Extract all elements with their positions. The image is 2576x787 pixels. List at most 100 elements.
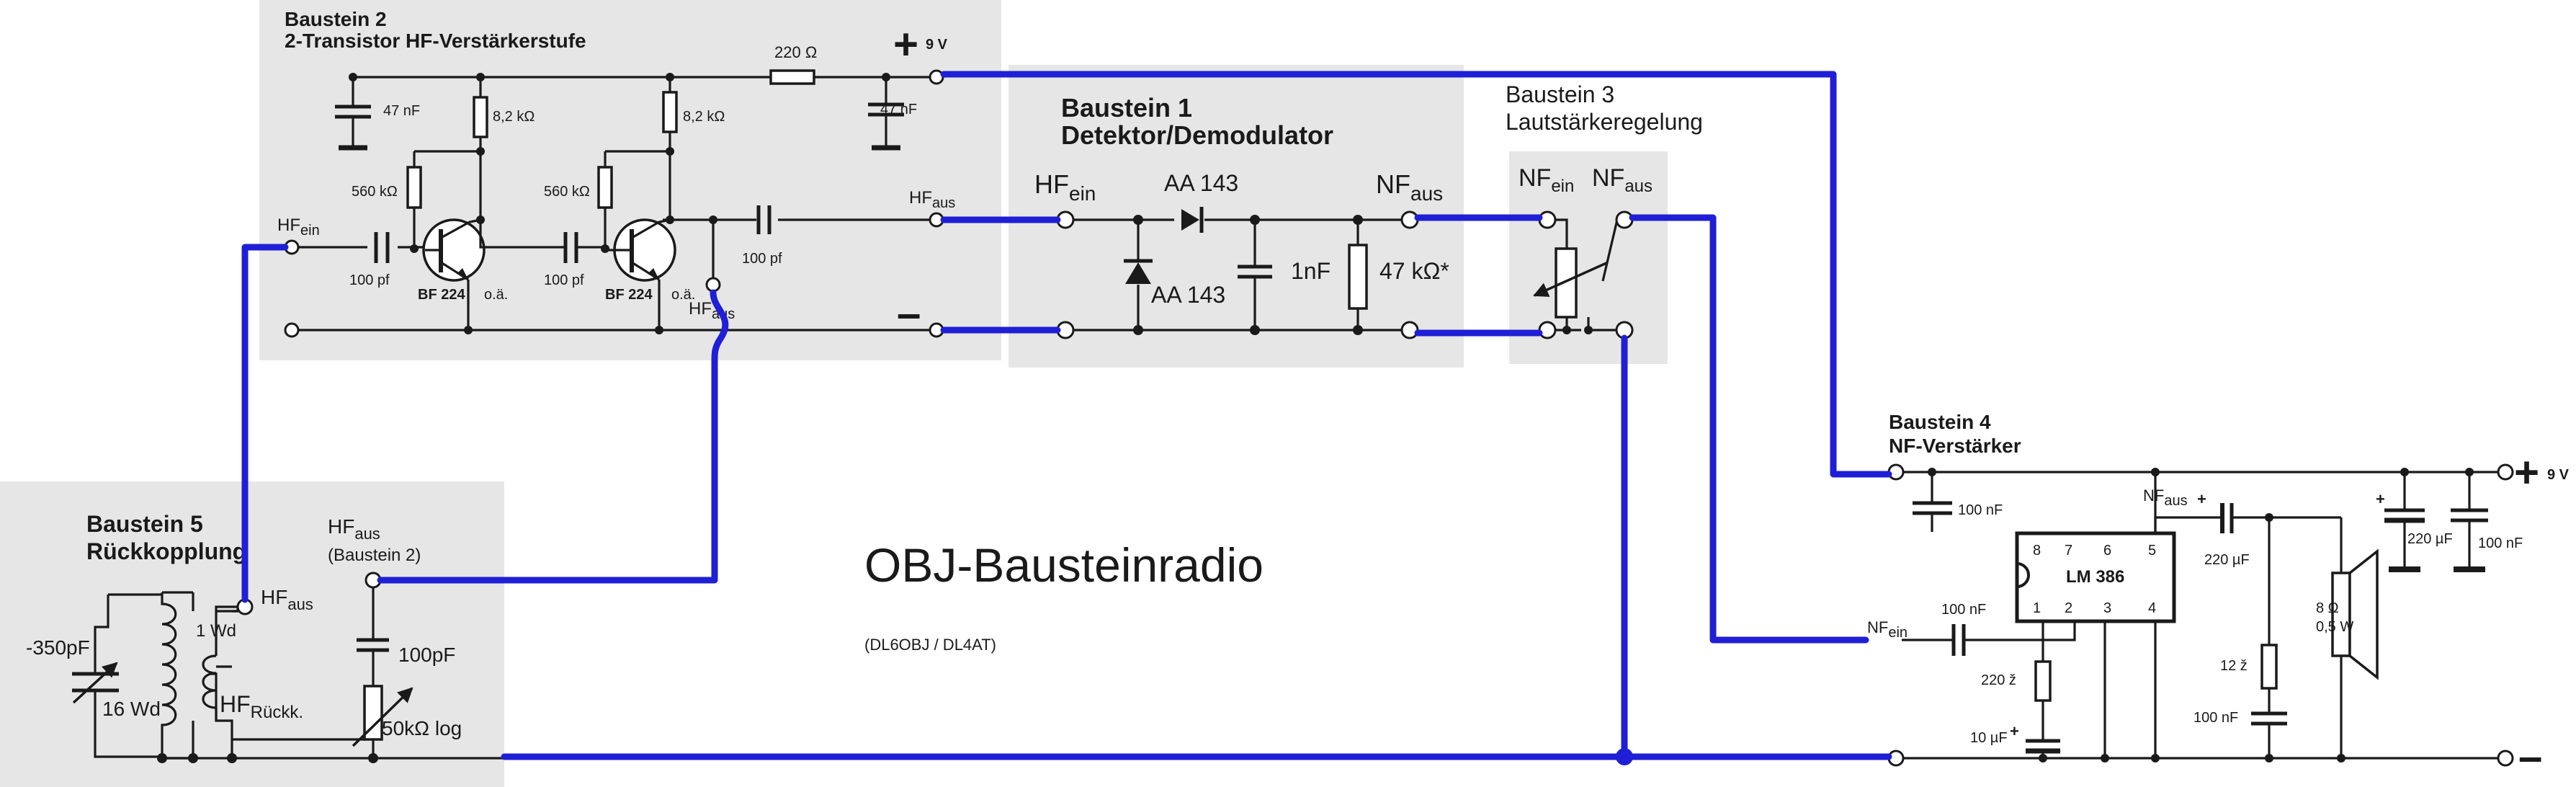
b4-ground-out-terminal[interactable] <box>2497 750 2514 767</box>
b5-out-main: HF <box>261 586 287 608</box>
b2-function: 2-Transistor HF-Verstärkerstufe <box>285 30 586 52</box>
b1-name: Baustein 1 <box>1061 93 1192 123</box>
b3-name: Baustein 3 <box>1506 81 1614 107</box>
ground-junction <box>1616 748 1633 765</box>
credit-line: (DL6OBJ / DL4AT) <box>864 636 996 654</box>
b4-supply-out-terminal[interactable] <box>2497 463 2514 481</box>
b4-name: Baustein 4 <box>1889 411 1991 433</box>
b1-out-sub: aus <box>1410 182 1443 205</box>
b3-in-main: NF <box>1519 164 1551 192</box>
b4-pin-7: 7 <box>2065 543 2072 559</box>
b2-c-supply: 47 nF <box>880 102 917 117</box>
b4-out-sub: aus <box>2164 493 2187 509</box>
b1-capacitor: 1nF <box>1291 258 1331 284</box>
b1-ground-out-terminal[interactable] <box>1400 321 1419 339</box>
b1-in-main: HF <box>1034 169 1069 199</box>
b4-in-sub: ein <box>1888 625 1908 641</box>
b2-c-in: 100 pf <box>349 272 390 288</box>
baustein-3-volume: Baustein 3 Lautstärkeregelung NFein NFau… <box>1506 81 1703 339</box>
interconnect-wiring <box>241 71 1892 765</box>
b4-c-output: 220 µF <box>2204 552 2250 568</box>
b4-pin-4: 4 <box>2148 600 2156 616</box>
b2-ground-in-terminal[interactable] <box>284 322 300 338</box>
b2-r-collector-2: 8,2 kΩ <box>683 109 725 125</box>
svg-text:+: + <box>2197 490 2206 508</box>
b2-equiv-1: o.ä. <box>484 287 508 303</box>
b3-in-sub: ein <box>1551 177 1574 196</box>
b2-transistor-1: BF 224 <box>418 287 465 303</box>
b5-coil-feedback: 1 Wd <box>196 621 236 641</box>
b5-out-sub: aus <box>287 595 313 613</box>
b5-in-sub: aus <box>354 525 380 543</box>
bus-hf-b5-to-b2 <box>241 244 289 603</box>
b4-pin-3: 3 <box>2103 600 2111 616</box>
svg-text:NFaus: NFaus <box>1592 164 1653 196</box>
b4-function: NF-Verstärker <box>1889 435 2021 457</box>
supply-plus-b4: + <box>2514 448 2539 497</box>
b3-potentiometer <box>1555 247 1578 319</box>
b4-pin-2: 2 <box>2065 600 2072 616</box>
b2-equiv-2: o.ä. <box>671 287 695 303</box>
baustein-2-amplifier: Baustein 2 2-Transistor HF-Verstärkerstu… <box>277 8 955 338</box>
b2-hf-tap-terminal[interactable] <box>705 277 721 293</box>
svg-text:HFaus: HFaus <box>909 188 955 211</box>
b1-shunt-diode <box>1125 262 1151 284</box>
b3-ground-in-terminal[interactable] <box>1538 321 1557 339</box>
svg-text:HFRückk.: HFRückk. <box>220 691 303 722</box>
b2-out-sub: aus <box>932 195 955 211</box>
b2-transistor-2: BF 224 <box>605 287 653 303</box>
b4-r-zobel: 12 ž <box>2220 658 2248 674</box>
b4-r-gain: 220 ž <box>1981 672 2016 688</box>
b3-function: Lautstärkeregelung <box>1506 109 1703 135</box>
b5-capacitor: 100pF <box>398 644 455 666</box>
svg-text:HFaus: HFaus <box>328 515 380 543</box>
supply-voltage-b4: 9 V <box>2547 467 2570 483</box>
b2-r-base-1: 560 kΩ <box>352 184 398 200</box>
b5-feedback-main: HF <box>220 691 251 717</box>
b2-tap-main: HF <box>689 299 712 319</box>
b4-speaker: 8 Ω <box>2316 600 2339 616</box>
b3-out-sub: aus <box>1624 177 1653 196</box>
b1-in-sub: ein <box>1069 182 1096 205</box>
b2-name: Baustein 2 <box>285 8 387 30</box>
b4-in-main: NF <box>1867 618 1888 636</box>
b5-tuning-cap: -350pF <box>26 636 90 659</box>
supply-minus-b4: – <box>2518 732 2542 781</box>
b4-speaker-power: 0,5 W <box>2316 619 2353 635</box>
b4-ic: LM 386 <box>2066 567 2124 587</box>
supply-voltage-b2: 9 V <box>926 37 948 53</box>
b4-c-reservoir-bypass: 100 nF <box>2478 535 2523 551</box>
panel-baustein-1 <box>1009 65 1464 368</box>
b5-feedback-sub: Rückk. <box>251 703 303 722</box>
b4-pin-8: 8 <box>2033 543 2041 559</box>
b2-c-out: 100 pf <box>742 251 782 267</box>
panel-baustein-5 <box>0 481 504 787</box>
b1-function: Detektor/Demodulator <box>1061 120 1333 150</box>
baustein-5-feedback: Baustein 5 Rückkopplung -350pF 16 Wd 1 W… <box>26 511 720 763</box>
b5-coil-main: 16 Wd <box>102 698 161 720</box>
panel-baustein-2 <box>259 0 1001 360</box>
b5-potentiometer: 50kΩ log <box>382 717 462 739</box>
svg-text:NFaus: NFaus <box>1376 169 1443 205</box>
b3-out-main: NF <box>1592 164 1624 192</box>
b2-r-collector-1: 8,2 kΩ <box>493 109 535 125</box>
page-title: OBJ-Bausteinradio <box>864 538 1264 592</box>
baustein-4-af-amplifier: Baustein 4 NF-Verstärker 100 nF LM 386 8… <box>1867 411 2570 781</box>
b5-in-source: (Baustein 2) <box>328 546 421 565</box>
b1-out-main: NF <box>1376 169 1410 199</box>
b2-out-main: HF <box>909 188 932 208</box>
b5-feedback-coil <box>192 592 238 758</box>
svg-text:NFein: NFein <box>1867 618 1908 641</box>
b4-pin-5: 5 <box>2148 543 2156 559</box>
bus-nf-b3-to-b4 <box>1629 214 1869 644</box>
b1-resistor: 47 kΩ* <box>1379 258 1449 284</box>
svg-text:NFaus: NFaus <box>2143 486 2188 509</box>
supply-plus-b2: + <box>893 20 918 68</box>
b4-c-input: 100 nF <box>1941 602 1986 618</box>
b1-diode-series: AA 143 <box>1164 170 1238 196</box>
bus-ground-main <box>501 334 1892 760</box>
svg-text:+: + <box>2376 490 2385 508</box>
b5-in-main: HF <box>328 515 354 538</box>
b4-pin-6: 6 <box>2103 543 2111 559</box>
b4-c-reservoir: 220 µF <box>2407 531 2453 547</box>
